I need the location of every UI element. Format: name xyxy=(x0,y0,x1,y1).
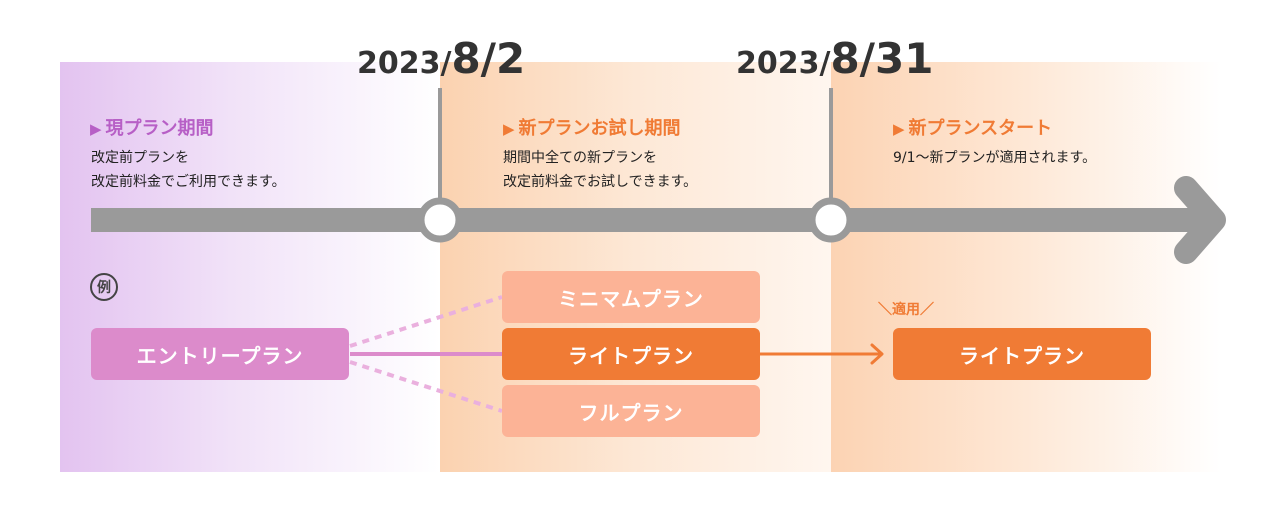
triangle-marker-icon: ▶ xyxy=(893,120,905,138)
arrow-to-new-plan-head xyxy=(870,343,884,365)
description-line: 改定前プランを xyxy=(91,150,189,166)
description-line: 9/1～新プランが適用されます。 xyxy=(893,150,1097,166)
description-line: 期間中全ての新プランを xyxy=(503,150,657,166)
phase-description-current: 改定前プランを 改定前料金でご利用できます。 xyxy=(91,146,286,194)
phase-title-text: 現プラン期間 xyxy=(105,118,214,139)
example-badge: 例 xyxy=(90,273,118,301)
applied-label: ＼適用／ xyxy=(878,302,934,318)
timeline-arrow-head xyxy=(1174,176,1226,264)
phase-title-new: ▶新プランスタート xyxy=(893,114,1052,140)
phase-description-trial: 期間中全ての新プランを 改定前料金でお試しできます。 xyxy=(503,146,697,194)
description-line: 改定前料金でご利用できます。 xyxy=(91,174,286,190)
phase-description-new: 9/1～新プランが適用されます。 xyxy=(893,146,1096,170)
phase-title-text: 新プランスタート xyxy=(908,118,1053,139)
date-label-1: 2023/8/2 xyxy=(357,38,525,80)
milestone-circle-2 xyxy=(808,197,854,243)
connector-to-minimum xyxy=(349,295,503,348)
triangle-marker-icon: ▶ xyxy=(90,120,102,138)
date-monthday-2: 8/31 xyxy=(830,34,934,83)
date-year-1: 2023/ xyxy=(357,46,452,81)
plan-box-light-new: ライトプラン xyxy=(893,328,1151,380)
timeline-bar xyxy=(91,208,1201,232)
plan-box-entry: エントリープラン xyxy=(91,328,349,380)
date-monthday-1: 8/2 xyxy=(451,34,526,83)
date-label-2: 2023/8/31 xyxy=(736,38,933,80)
phase-title-current: ▶現プラン期間 xyxy=(90,114,214,140)
phase-title-text: 新プランお試し期間 xyxy=(518,118,681,139)
plan-box-full: フルプラン xyxy=(502,385,760,437)
plan-box-light: ライトプラン xyxy=(502,328,760,380)
phase-title-trial: ▶新プランお試し期間 xyxy=(503,114,681,140)
date-year-2: 2023/ xyxy=(736,46,831,81)
plan-box-minimum: ミニマムプラン xyxy=(502,271,760,323)
phase-panel-current xyxy=(60,62,440,472)
description-line: 改定前料金でお試しできます。 xyxy=(503,174,698,190)
milestone-circle-1 xyxy=(417,197,463,243)
triangle-marker-icon: ▶ xyxy=(503,120,515,138)
connector-to-full xyxy=(349,360,503,413)
phase-panel-new xyxy=(831,62,1221,472)
